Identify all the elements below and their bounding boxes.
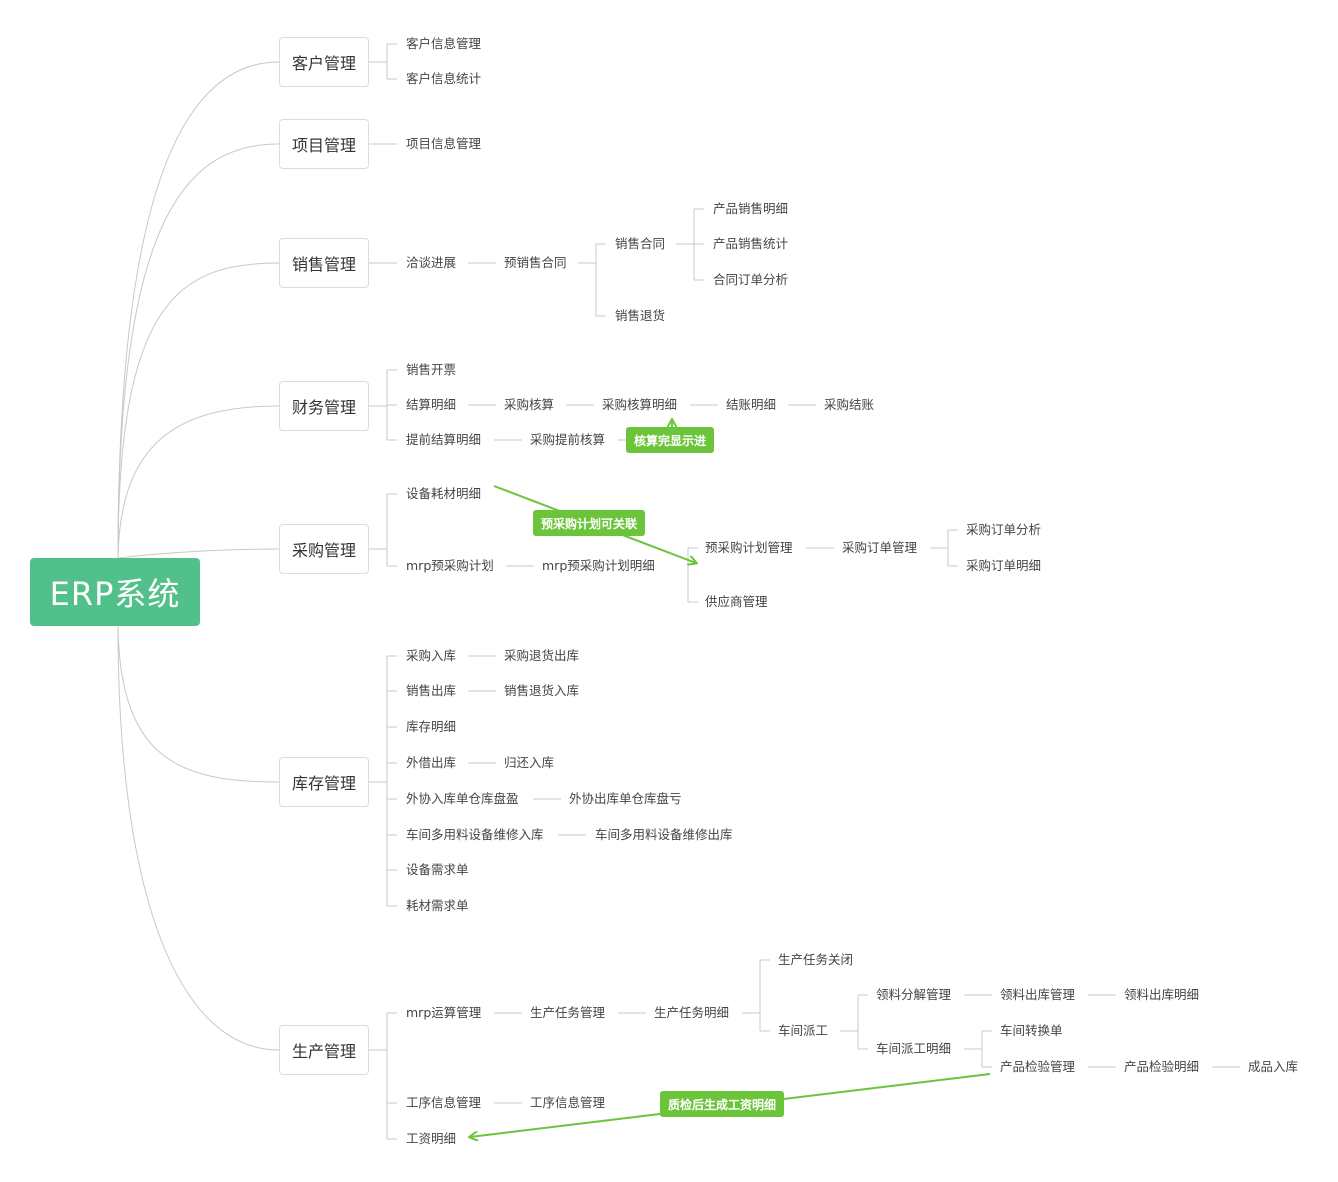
node-purchase-early-accounting[interactable]: 采购提前核算 — [530, 432, 606, 447]
category-finance[interactable]: 财务管理 — [279, 381, 369, 431]
node-production-task-mgmt[interactable]: 生产任务管理 — [530, 1005, 606, 1020]
node-production-task-close[interactable]: 生产任务关闭 — [778, 952, 854, 967]
node-supplier-mgmt[interactable]: 供应商管理 — [705, 594, 768, 609]
callout-accounting-progress[interactable]: 核算完显示进 — [626, 427, 715, 453]
node-purchase-order-analysis[interactable]: 采购订单分析 — [966, 522, 1042, 537]
node-sales-outbound[interactable]: 销售出库 — [406, 683, 457, 698]
node-purchase-closing[interactable]: 采购结账 — [824, 397, 875, 412]
node-product-sales-stats[interactable]: 产品销售统计 — [713, 236, 789, 251]
node-finished-goods-inbound[interactable]: 成品入库 — [1248, 1059, 1299, 1074]
node-purchase-order-detail[interactable]: 采购订单明细 — [966, 558, 1042, 573]
node-stock-detail[interactable]: 库存明细 — [406, 719, 457, 734]
node-sales-return-inbound[interactable]: 销售退货入库 — [504, 683, 580, 698]
node-customer-info-mgmt[interactable]: 客户信息管理 — [406, 36, 482, 51]
node-loan-outbound[interactable]: 外借出库 — [406, 755, 457, 770]
node-early-settlement-detail[interactable]: 提前结算明细 — [406, 432, 482, 447]
root-node[interactable]: ERP系统 — [30, 558, 200, 626]
node-product-inspection-detail[interactable]: 产品检验明细 — [1124, 1059, 1200, 1074]
node-sales-contract[interactable]: 销售合同 — [615, 236, 666, 251]
node-production-task-detail[interactable]: 生产任务明细 — [654, 1005, 730, 1020]
node-outsource-outbound-deficit[interactable]: 外协出库单仓库盘亏 — [569, 791, 682, 806]
callout-inspection-wage[interactable]: 质检后生成工资明细 — [660, 1091, 785, 1117]
node-product-sales-detail[interactable]: 产品销售明细 — [713, 201, 789, 216]
node-sales-invoice[interactable]: 销售开票 — [406, 362, 457, 377]
node-purchase-order-mgmt[interactable]: 采购订单管理 — [842, 540, 918, 555]
category-project[interactable]: 项目管理 — [279, 119, 369, 169]
node-mrp-calc-mgmt[interactable]: mrp运算管理 — [406, 1005, 482, 1020]
node-material-outbound-detail[interactable]: 领料出库明细 — [1124, 987, 1200, 1002]
node-purchase-accounting[interactable]: 采购核算 — [504, 397, 555, 412]
category-sales[interactable]: 销售管理 — [279, 238, 369, 288]
node-closing-detail[interactable]: 结账明细 — [726, 397, 777, 412]
node-material-outbound-mgmt[interactable]: 领料出库管理 — [1000, 987, 1076, 1002]
node-return-inbound[interactable]: 归还入库 — [504, 755, 555, 770]
category-purchase[interactable]: 采购管理 — [279, 524, 369, 574]
node-equipment-request[interactable]: 设备需求单 — [406, 862, 469, 877]
node-purchase-return-outbound[interactable]: 采购退货出库 — [504, 648, 580, 663]
node-settlement-detail[interactable]: 结算明细 — [406, 397, 457, 412]
node-consumables-request[interactable]: 耗材需求单 — [406, 898, 469, 913]
category-customer[interactable]: 客户管理 — [279, 37, 369, 87]
category-production[interactable]: 生产管理 — [279, 1025, 369, 1075]
node-material-breakdown-mgmt[interactable]: 领料分解管理 — [876, 987, 952, 1002]
node-workshop-repair-inbound[interactable]: 车间多用料设备维修入库 — [406, 827, 544, 842]
node-customer-info-stats[interactable]: 客户信息统计 — [406, 71, 482, 86]
node-contract-order-analysis[interactable]: 合同订单分析 — [713, 272, 789, 287]
node-purchase-accounting-detail[interactable]: 采购核算明细 — [602, 397, 678, 412]
node-negotiation[interactable]: 洽谈进展 — [406, 255, 457, 270]
node-pre-sales-contract[interactable]: 预销售合同 — [504, 255, 567, 270]
node-mrp-pre-purchase-plan-detail[interactable]: mrp预采购计划明细 — [542, 558, 655, 573]
node-product-inspection-mgmt[interactable]: 产品检验管理 — [1000, 1059, 1076, 1074]
node-workshop-transfer[interactable]: 车间转换单 — [1000, 1023, 1063, 1038]
node-wage-detail[interactable]: 工资明细 — [406, 1131, 457, 1146]
node-pre-purchase-plan-mgmt[interactable]: 预采购计划管理 — [705, 540, 793, 555]
node-workshop-repair-outbound[interactable]: 车间多用料设备维修出库 — [595, 827, 733, 842]
node-workshop-dispatch[interactable]: 车间派工 — [778, 1023, 829, 1038]
node-project-info-mgmt[interactable]: 项目信息管理 — [406, 136, 482, 151]
node-purchase-inbound[interactable]: 采购入库 — [406, 648, 457, 663]
callout-pre-purchase-link[interactable]: 预采购计划可关联 — [533, 510, 646, 536]
node-sales-return[interactable]: 销售退货 — [615, 308, 666, 323]
node-process-info-mgmt[interactable]: 工序信息管理 — [406, 1095, 482, 1110]
node-equipment-consumables-detail[interactable]: 设备耗材明细 — [406, 486, 482, 501]
node-outsource-inbound-surplus[interactable]: 外协入库单仓库盘盈 — [406, 791, 519, 806]
node-workshop-dispatch-detail[interactable]: 车间派工明细 — [876, 1041, 952, 1056]
node-mrp-pre-purchase-plan[interactable]: mrp预采购计划 — [406, 558, 494, 573]
node-process-info-mgmt-2[interactable]: 工序信息管理 — [530, 1095, 606, 1110]
category-inventory[interactable]: 库存管理 — [279, 757, 369, 807]
